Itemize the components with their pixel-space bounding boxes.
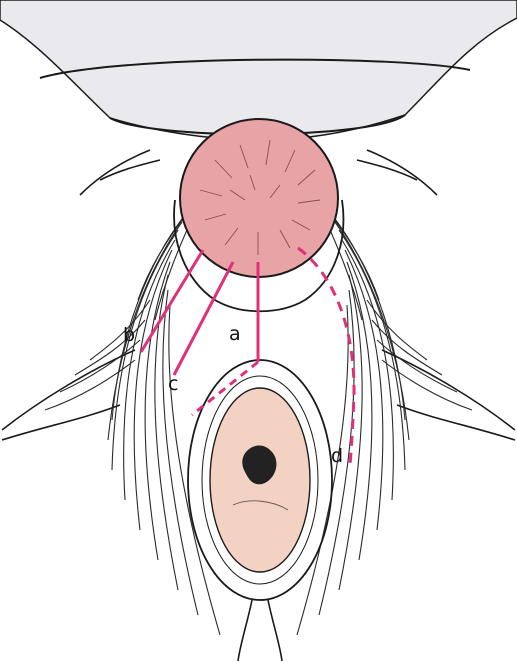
- label-b: b: [123, 324, 135, 346]
- perineal-stem: [238, 600, 282, 661]
- label-d: d: [331, 445, 343, 467]
- incision-c-line: [174, 262, 233, 375]
- fetal-head: [180, 119, 338, 277]
- label-a: a: [229, 323, 241, 345]
- label-c: c: [168, 373, 178, 395]
- anal-region: [188, 360, 332, 600]
- left-levator-muscle: [45, 210, 220, 635]
